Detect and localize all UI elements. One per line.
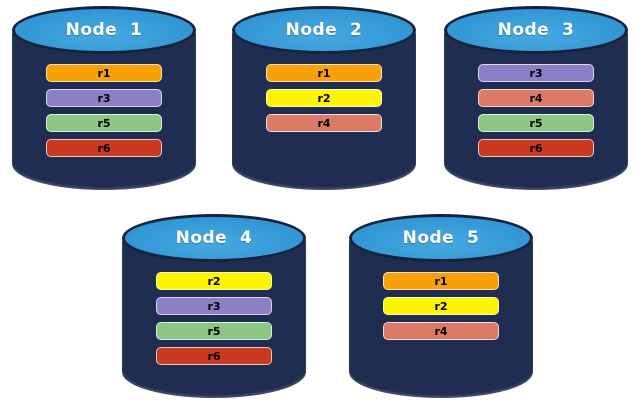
database-node-3: Node 3 r3 r4 r5 r6 bbox=[444, 6, 628, 190]
replica-list: r1 r3 r5 r6 bbox=[46, 64, 162, 157]
database-node-4: Node 4 r2 r3 r5 r6 bbox=[122, 214, 306, 398]
cylinder-body bbox=[122, 238, 306, 398]
node-title: Node 4 bbox=[175, 228, 253, 248]
replica-bar-r3: r3 bbox=[478, 64, 594, 82]
replica-label: r5 bbox=[529, 116, 543, 130]
replica-bar-r2: r2 bbox=[383, 297, 499, 315]
replica-bar-r6: r6 bbox=[46, 139, 162, 157]
replica-label: r6 bbox=[207, 349, 221, 363]
replica-bar-r1: r1 bbox=[383, 272, 499, 290]
replica-label: r6 bbox=[97, 141, 111, 155]
replica-bar-r2: r2 bbox=[266, 89, 382, 107]
replica-bar-r1: r1 bbox=[266, 64, 382, 82]
replica-label: r4 bbox=[317, 116, 331, 130]
replica-list: r1 r2 r4 bbox=[383, 272, 499, 340]
replica-label: r3 bbox=[97, 91, 111, 105]
replica-label: r6 bbox=[529, 141, 543, 155]
replica-bar-r4: r4 bbox=[478, 89, 594, 107]
replica-label: r3 bbox=[529, 66, 543, 80]
replica-bar-r1: r1 bbox=[46, 64, 162, 82]
replica-list: r1 r2 r4 bbox=[266, 64, 382, 132]
replica-label: r5 bbox=[207, 324, 221, 338]
replica-list: r2 r3 r5 r6 bbox=[156, 272, 272, 365]
replica-bar-r3: r3 bbox=[46, 89, 162, 107]
cylinder-body bbox=[232, 30, 416, 190]
replica-bar-r6: r6 bbox=[478, 139, 594, 157]
replica-label: r2 bbox=[317, 91, 331, 105]
cylinder-body bbox=[12, 30, 196, 190]
node-title: Node 5 bbox=[402, 228, 480, 248]
database-node-5: Node 5 r1 r2 r4 bbox=[349, 214, 533, 398]
replica-label: r2 bbox=[434, 299, 448, 313]
replica-bar-r5: r5 bbox=[156, 322, 272, 340]
replica-bar-r4: r4 bbox=[383, 322, 499, 340]
cylinder-top: Node 3 bbox=[444, 6, 628, 54]
replica-label: r5 bbox=[97, 116, 111, 130]
replica-label: r4 bbox=[529, 91, 543, 105]
replica-label: r1 bbox=[317, 66, 331, 80]
cylinder-top: Node 4 bbox=[122, 214, 306, 262]
replica-label: r4 bbox=[434, 324, 448, 338]
database-node-2: Node 2 r1 r2 r4 bbox=[232, 6, 416, 190]
node-title: Node 1 bbox=[65, 20, 143, 40]
replica-bar-r5: r5 bbox=[478, 114, 594, 132]
replica-list: r3 r4 r5 r6 bbox=[478, 64, 594, 157]
node-title: Node 2 bbox=[285, 20, 363, 40]
replica-label: r1 bbox=[434, 274, 448, 288]
replica-bar-r3: r3 bbox=[156, 297, 272, 315]
replica-label: r1 bbox=[97, 66, 111, 80]
replica-bar-r2: r2 bbox=[156, 272, 272, 290]
node-title: Node 3 bbox=[497, 20, 575, 40]
replica-bar-r5: r5 bbox=[46, 114, 162, 132]
cylinder-body bbox=[444, 30, 628, 190]
cylinder-top: Node 2 bbox=[232, 6, 416, 54]
replica-label: r2 bbox=[207, 274, 221, 288]
replica-bar-r6: r6 bbox=[156, 347, 272, 365]
replica-label: r3 bbox=[207, 299, 221, 313]
database-node-1: Node 1 r1 r3 r5 r6 bbox=[12, 6, 196, 190]
cylinder-body bbox=[349, 238, 533, 398]
cylinder-top: Node 5 bbox=[349, 214, 533, 262]
replica-bar-r4: r4 bbox=[266, 114, 382, 132]
cylinder-top: Node 1 bbox=[12, 6, 196, 54]
